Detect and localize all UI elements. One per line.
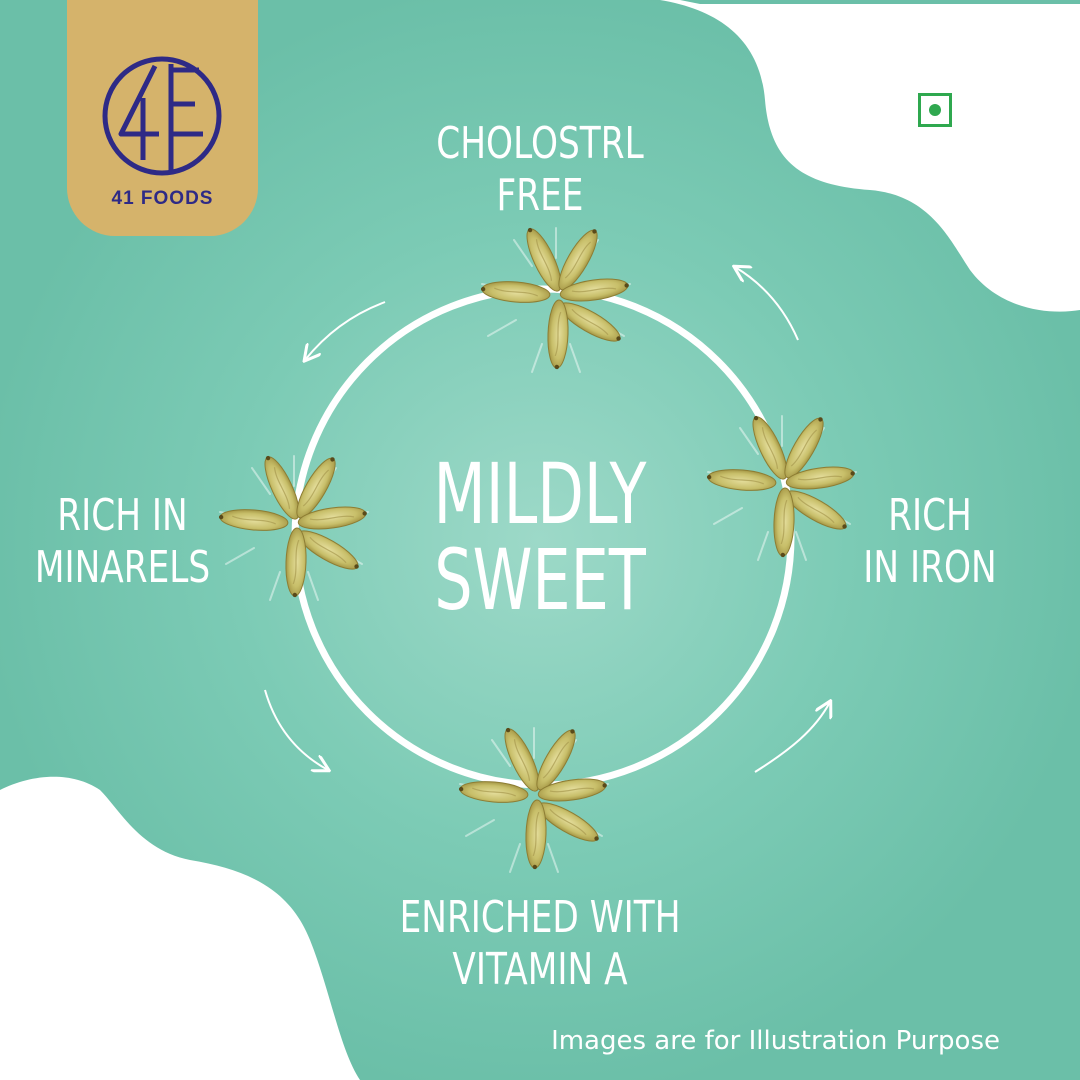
illustration-disclaimer: Images are for Illustration Purpose bbox=[551, 1026, 1000, 1056]
benefit-top-line2: FREE bbox=[496, 169, 584, 221]
benefit-rich-in-minerals: RICH IN MINARELS bbox=[27, 490, 218, 594]
benefit-vitamin-a: ENRICHED WITH VITAMIN A bbox=[400, 892, 681, 996]
benefit-rich-in-iron: RICH IN IRON bbox=[852, 490, 1008, 594]
benefit-top-line1: CHOLOSTRL bbox=[436, 118, 644, 169]
veg-mark-icon bbox=[918, 93, 952, 127]
brand-logo: 41 FOODS bbox=[67, 0, 258, 236]
center-line1: MILDLY bbox=[433, 445, 647, 543]
benefit-bottom-line1: ENRICHED WITH bbox=[399, 892, 681, 943]
benefit-right-line2: IN IRON bbox=[863, 541, 997, 593]
brand-monogram-icon bbox=[102, 56, 222, 176]
benefit-left-line1: RICH IN bbox=[57, 490, 188, 541]
benefit-bottom-line2: VITAMIN A bbox=[452, 943, 628, 995]
benefit-cholesterol-free: CHOLOSTRL FREE bbox=[423, 118, 657, 222]
center-line2: SWEET bbox=[434, 530, 646, 629]
brand-name: 41 FOODS bbox=[111, 188, 214, 209]
benefit-left-line2: MINARELS bbox=[34, 541, 211, 593]
benefit-right-line1: RICH bbox=[888, 490, 972, 541]
center-headline: MILDLY SWEET bbox=[396, 445, 684, 629]
